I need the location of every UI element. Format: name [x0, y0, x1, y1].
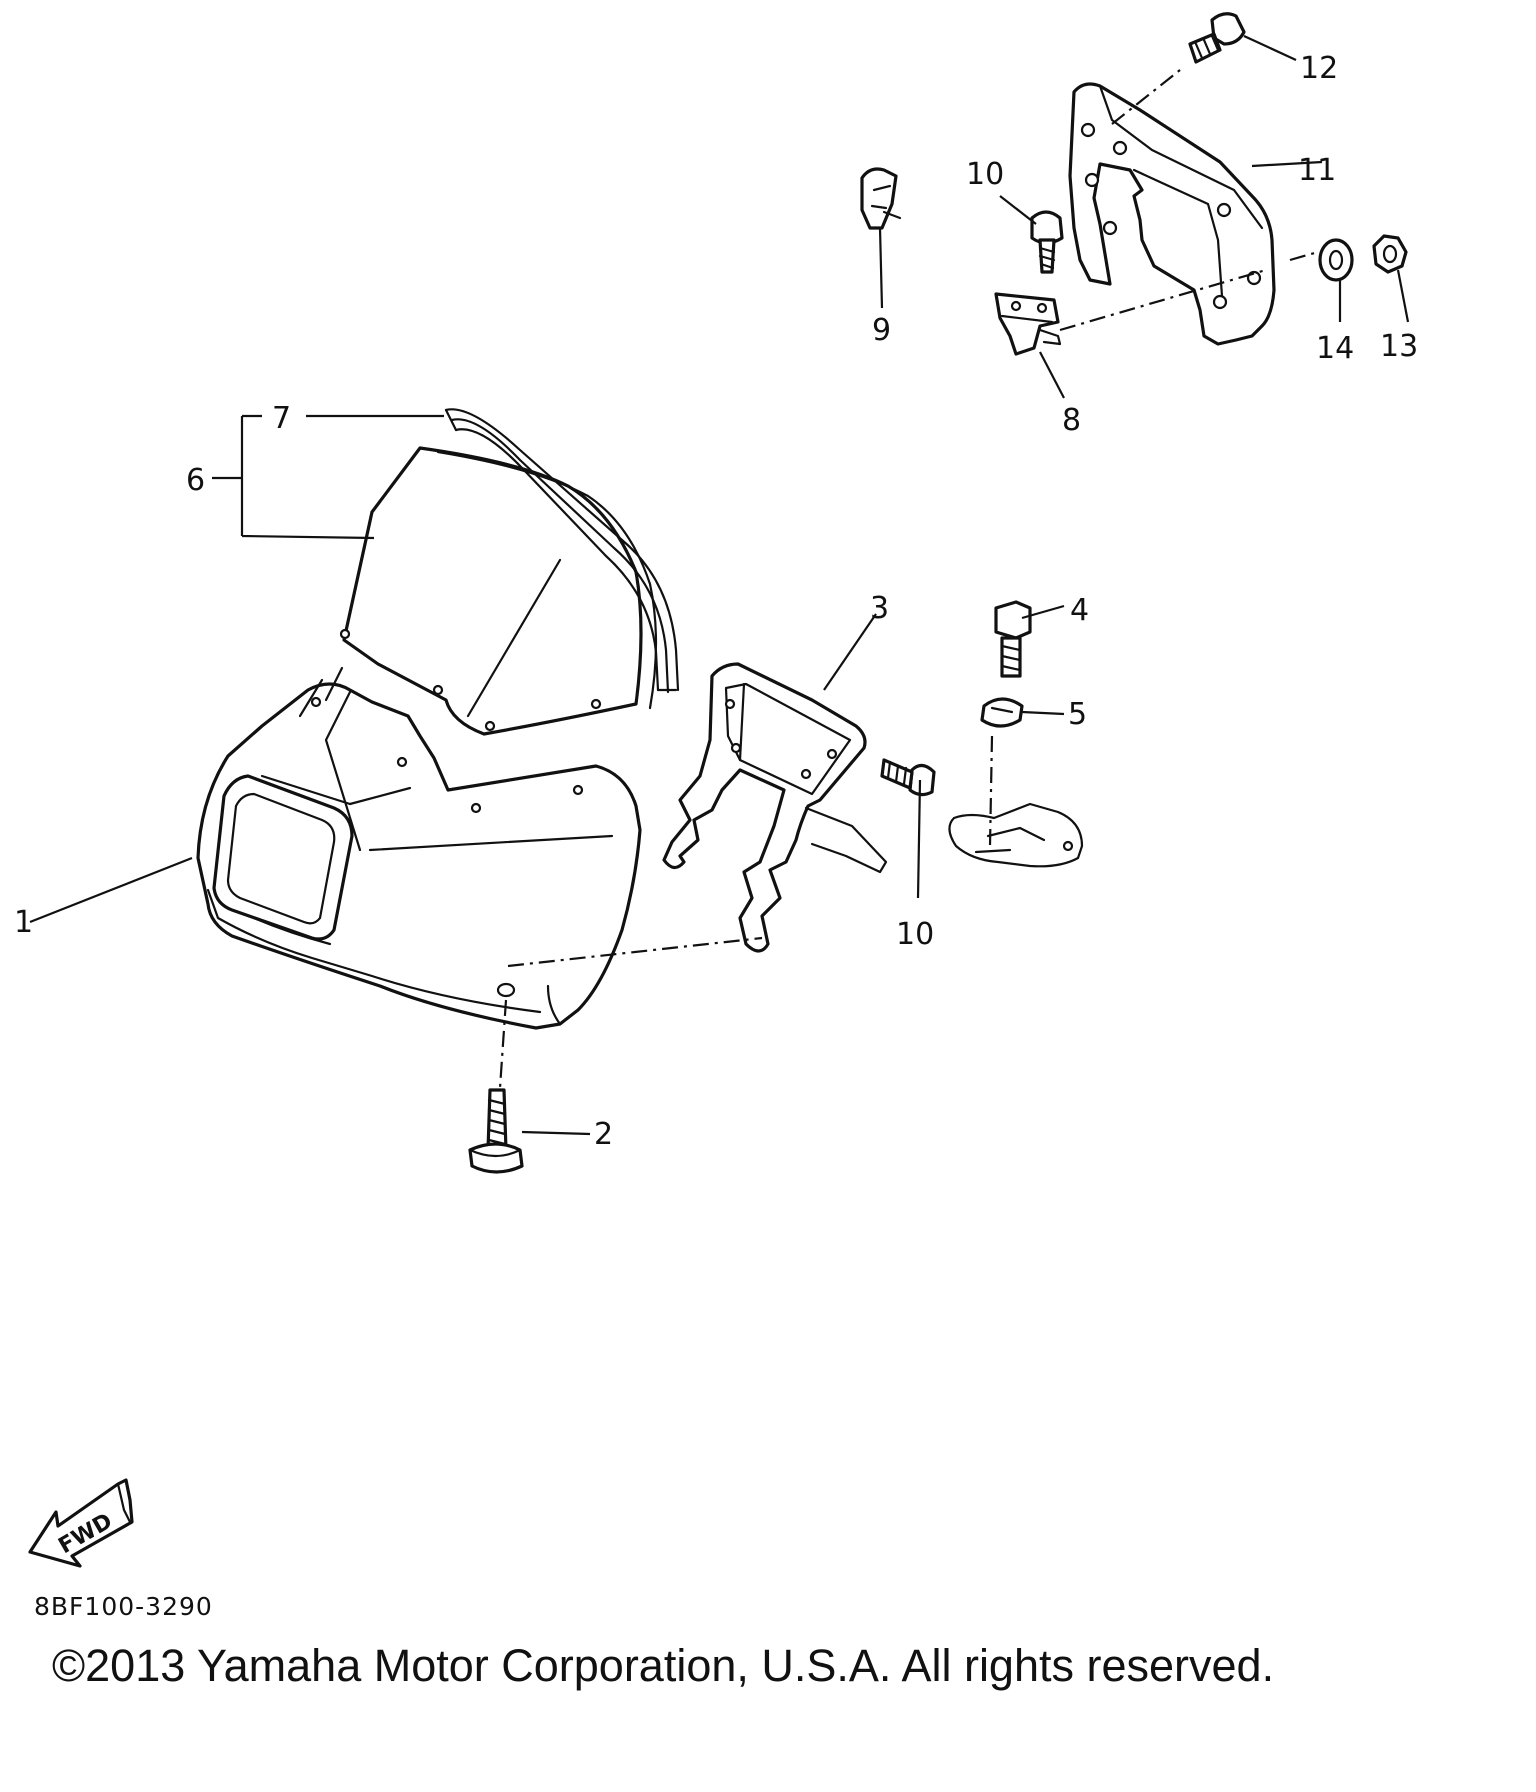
callout-12: 12	[1300, 51, 1338, 86]
bracket-8-part	[994, 292, 1062, 356]
bolt-4-part	[994, 600, 1032, 678]
callout-labels: 1 2 3 4 5 6 7 8 9 10 10 11 12 13 14	[14, 51, 1418, 1152]
leader-lines	[29, 35, 1410, 1136]
mount-plate-part	[948, 802, 1084, 868]
callout-4: 4	[1070, 593, 1089, 628]
windshield-part	[339, 446, 658, 736]
washer-5-part	[980, 697, 1024, 728]
clip-9-part	[860, 167, 902, 230]
callout-2: 2	[594, 1117, 613, 1152]
cowling-part	[196, 666, 642, 1030]
callout-5: 5	[1068, 697, 1087, 732]
callout-8: 8	[1062, 403, 1081, 438]
bolt-2-part	[468, 1088, 524, 1174]
fwd-arrow-icon: FWD	[28, 1478, 134, 1568]
bracket-part	[662, 662, 888, 953]
callout-7: 7	[272, 401, 291, 436]
callout-9: 9	[872, 313, 891, 348]
callout-10-upper: 10	[966, 157, 1004, 192]
callout-6: 6	[186, 463, 205, 498]
nut-13-part	[1372, 234, 1408, 274]
bolt-12-part	[1188, 12, 1246, 64]
callout-13: 13	[1380, 329, 1418, 364]
windshield-trim-part	[444, 408, 680, 694]
callout-14: 14	[1316, 331, 1354, 366]
callout-11: 11	[1298, 153, 1336, 188]
callout-3: 3	[870, 591, 889, 626]
diagram-code: 8BF100-3290	[34, 1592, 213, 1621]
screw-10-upper-part	[1030, 210, 1064, 274]
copyright-notice: ©2013 Yamaha Motor Corporation, U.S.A. A…	[52, 1640, 1275, 1691]
assembly-lines	[498, 69, 1319, 1089]
plate-11-part	[1068, 82, 1276, 346]
washer-14-part	[1318, 238, 1354, 282]
callout-10-lower: 10	[896, 917, 934, 952]
callout-1: 1	[14, 905, 33, 940]
screw-10-lower-part	[880, 758, 936, 797]
